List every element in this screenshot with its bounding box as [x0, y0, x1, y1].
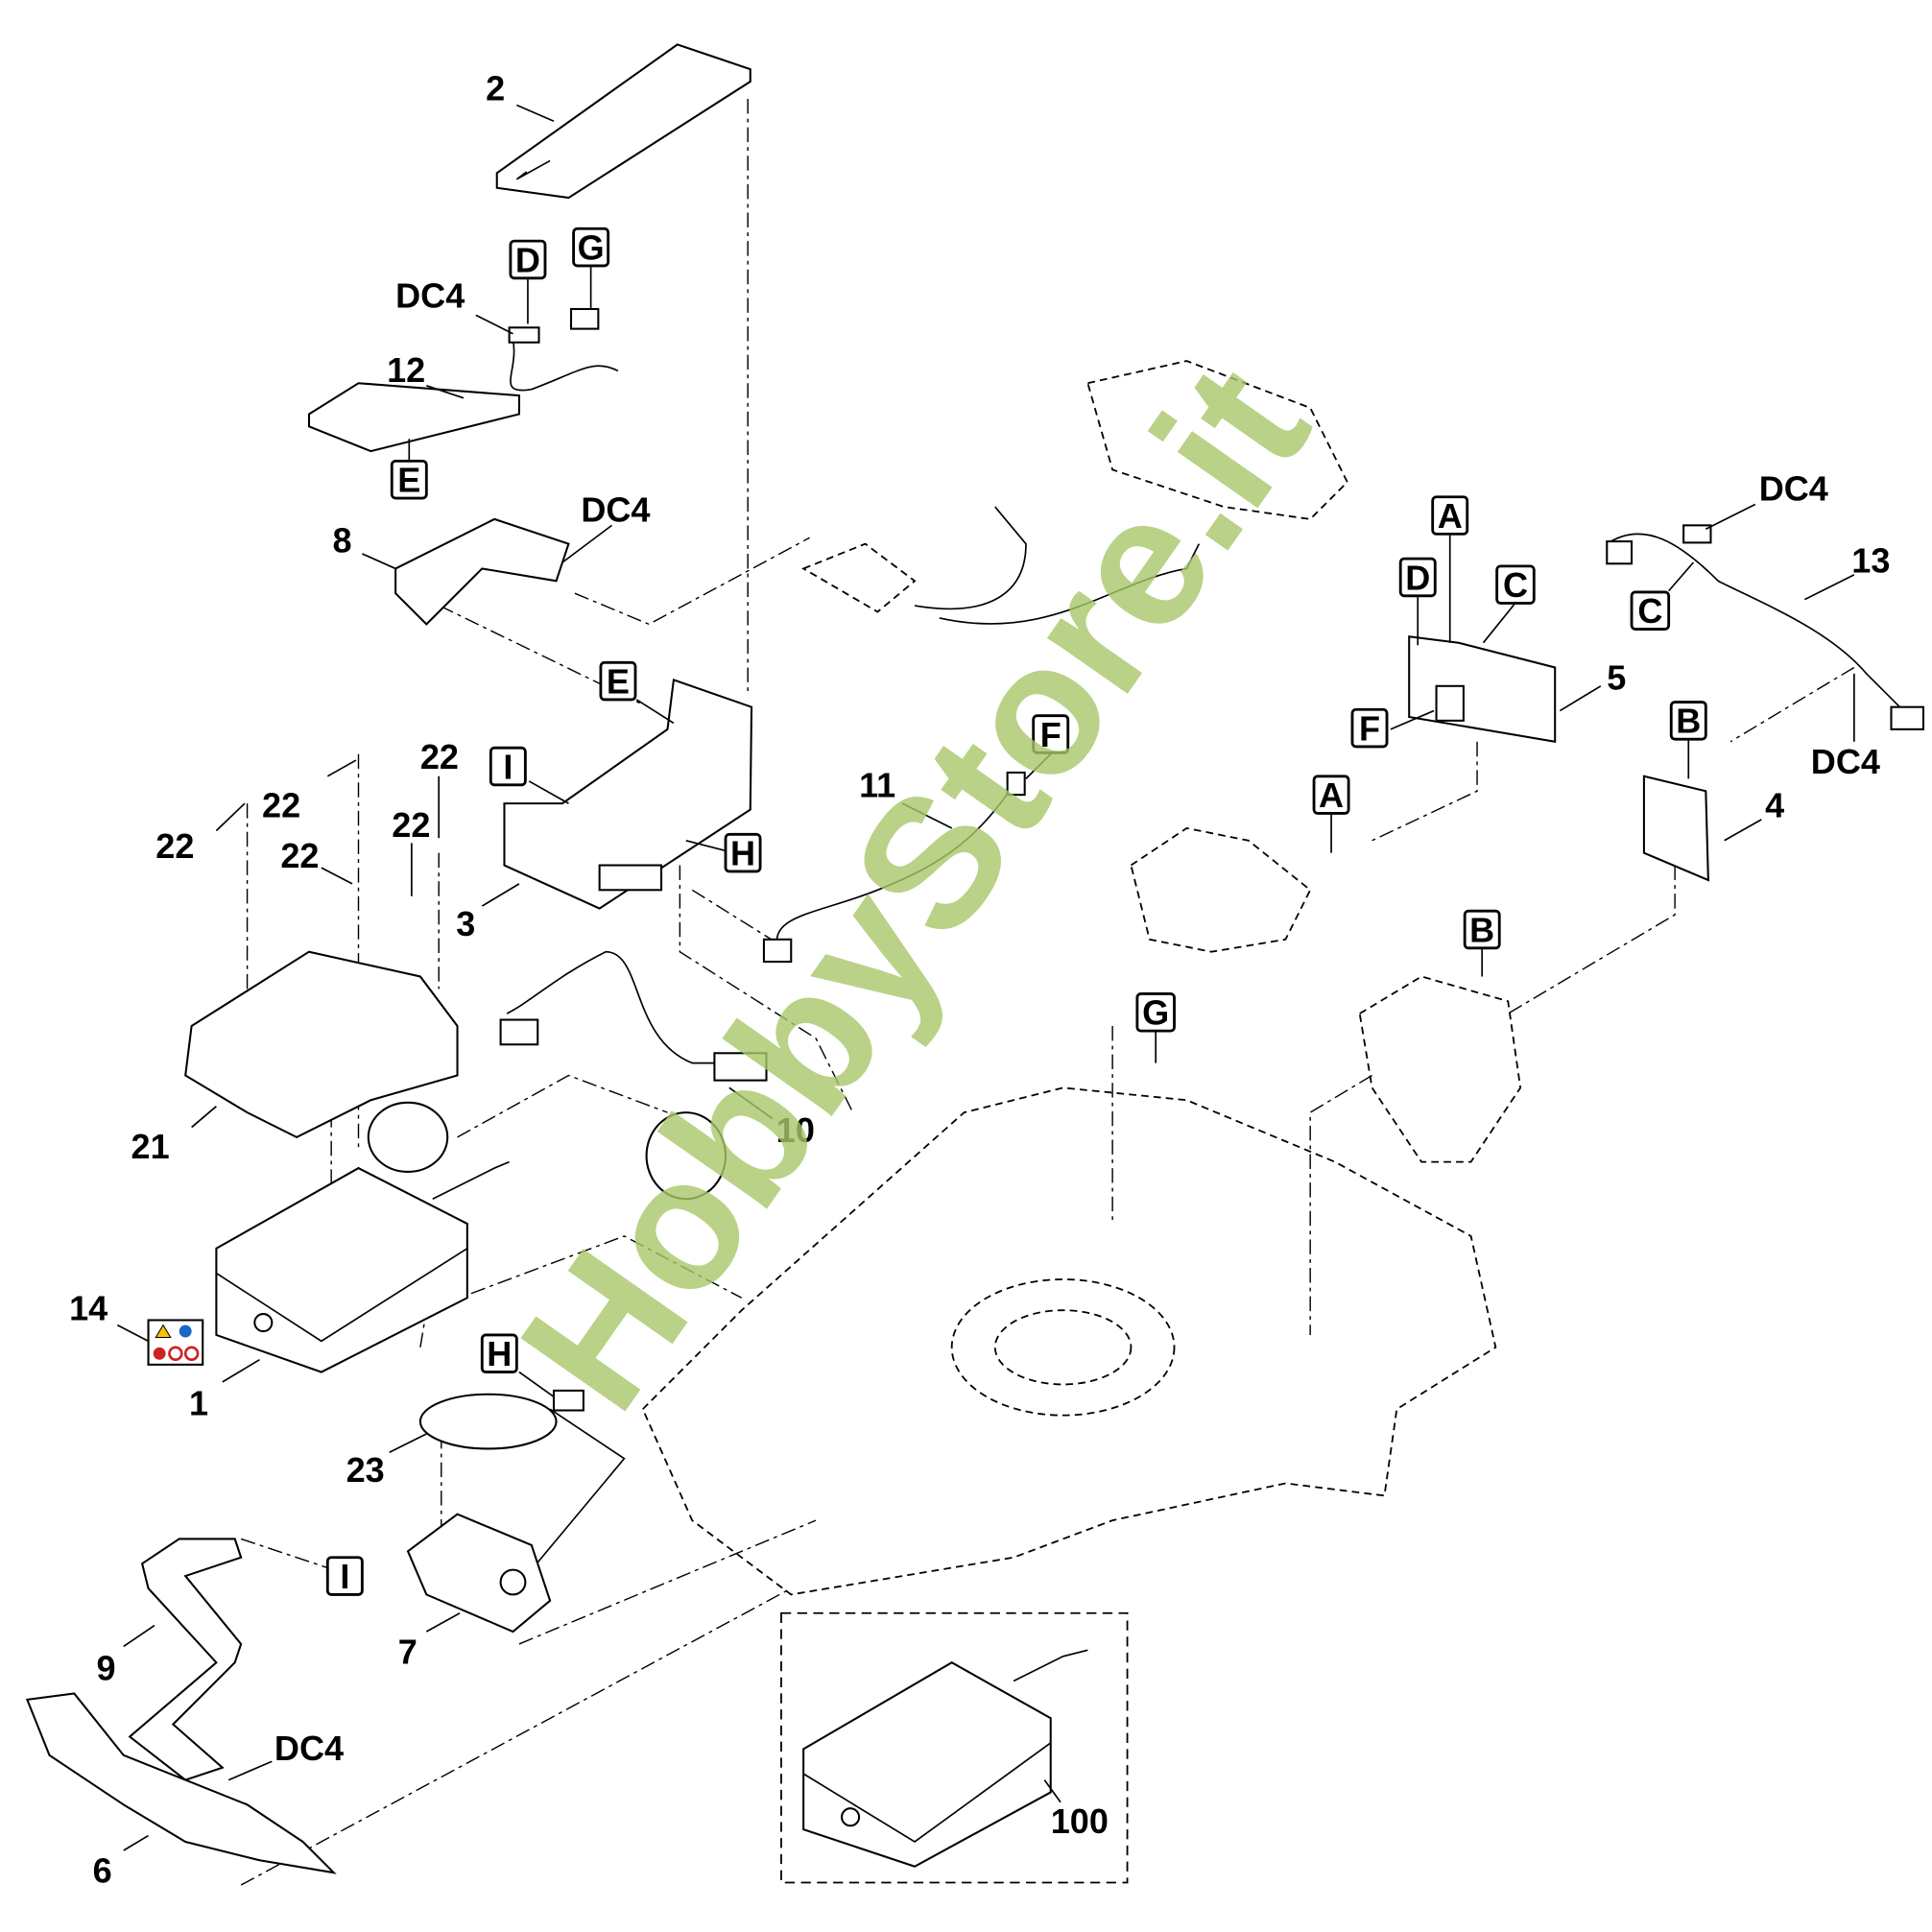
part-9-ribbon-cable[interactable]	[128, 1538, 243, 1781]
part-10-cable-harness[interactable]	[499, 945, 768, 1201]
part-12-cable[interactable]	[307, 307, 619, 453]
label-1[interactable]: 1	[189, 1384, 208, 1423]
part-5-circuit-board[interactable]	[1408, 635, 1557, 743]
label-10[interactable]: 10	[776, 1110, 815, 1150]
svg-text:I: I	[340, 1557, 349, 1596]
ref-a[interactable]: A	[1431, 495, 1469, 536]
part-6-bumper-plate[interactable]	[25, 1692, 337, 1874]
leader-lines	[116, 104, 1855, 1851]
drive-motor-right[interactable]	[1358, 975, 1522, 1163]
part-21-housing[interactable]	[184, 950, 459, 1173]
label-dc4[interactable]: DC4	[395, 276, 465, 316]
svg-text:A: A	[1319, 775, 1344, 815]
label-14[interactable]: 14	[69, 1288, 107, 1327]
label-22[interactable]: 22	[420, 737, 459, 776]
ref-h[interactable]: H	[724, 832, 762, 873]
label-7[interactable]: 7	[398, 1633, 417, 1672]
label-5[interactable]: 5	[1607, 658, 1626, 698]
label-21[interactable]: 21	[131, 1127, 170, 1166]
label-2[interactable]: 2	[486, 68, 505, 107]
ref-h[interactable]: H	[480, 1333, 518, 1373]
label-4[interactable]: 4	[1765, 785, 1784, 824]
assembly-lines	[240, 99, 1855, 1886]
ref-f[interactable]: F	[1350, 707, 1389, 748]
svg-text:F: F	[1359, 708, 1380, 748]
part-8-ribbon-cable[interactable]	[394, 517, 570, 626]
part-100-battery-kit[interactable]	[780, 1611, 1129, 1884]
ref-e[interactable]: E	[599, 660, 637, 702]
label-9[interactable]: 9	[96, 1648, 115, 1687]
svg-text:H: H	[487, 1334, 512, 1373]
label-11[interactable]: 11	[859, 766, 895, 805]
ref-c[interactable]: C	[1630, 590, 1671, 631]
reference-markers: D G E E I H F A D C F C B A B G H I	[325, 227, 1707, 1596]
svg-text:G: G	[1142, 993, 1169, 1033]
ref-i[interactable]: I	[325, 1556, 364, 1596]
ref-d[interactable]: D	[1398, 557, 1437, 597]
label-22[interactable]: 22	[155, 826, 194, 866]
label-dc4[interactable]: DC4	[581, 489, 650, 529]
ref-d[interactable]: D	[509, 239, 547, 279]
ref-i[interactable]: I	[489, 746, 527, 786]
part-7-sensor-base[interactable]	[406, 1513, 552, 1634]
svg-text:E: E	[607, 662, 630, 702]
part-23-coil[interactable]	[418, 1389, 626, 1571]
svg-text:F: F	[1040, 715, 1061, 754]
label-6[interactable]: 6	[93, 1850, 112, 1890]
ref-f[interactable]: F	[1032, 714, 1070, 754]
part-11-cable[interactable]	[762, 771, 1026, 964]
label-dc4[interactable]: DC4	[1811, 742, 1880, 781]
svg-text:D: D	[1405, 558, 1430, 597]
svg-text:A: A	[1438, 496, 1463, 536]
label-13[interactable]: 13	[1851, 540, 1890, 580]
ref-e[interactable]: E	[390, 459, 428, 500]
part-1-battery[interactable]	[215, 1160, 510, 1373]
ref-b[interactable]: B	[1669, 701, 1707, 741]
svg-text:B: B	[1469, 910, 1494, 949]
svg-text:G: G	[578, 227, 605, 267]
label-22[interactable]: 22	[262, 785, 300, 824]
svg-text:I: I	[503, 747, 513, 786]
part-labels: 2 DC4 12 8 DC4 3 22 22 22 22 22 21 10 11…	[69, 68, 1890, 1890]
part-3-bracket[interactable]	[503, 678, 753, 910]
label-22[interactable]: 22	[280, 836, 319, 875]
svg-text:D: D	[515, 240, 540, 279]
label-23[interactable]: 23	[346, 1450, 385, 1490]
label-22[interactable]: 22	[392, 805, 430, 845]
ref-g[interactable]: G	[1135, 992, 1176, 1033]
svg-text:C: C	[1503, 565, 1528, 605]
ref-c[interactable]: C	[1495, 564, 1536, 605]
label-dc4[interactable]: DC4	[1759, 469, 1828, 509]
part-2-cover[interactable]	[495, 43, 751, 200]
svg-text:H: H	[730, 834, 755, 873]
control-panel-assembly[interactable]	[801, 360, 1348, 625]
drive-motor-left[interactable]	[1130, 826, 1312, 953]
chassis	[641, 1086, 1497, 1596]
part-13-cable[interactable]	[1606, 524, 1925, 730]
svg-text:E: E	[397, 461, 420, 500]
label-3[interactable]: 3	[456, 904, 475, 943]
label-100[interactable]: 100	[1051, 1801, 1109, 1841]
svg-text:C: C	[1637, 591, 1662, 631]
ref-b[interactable]: B	[1463, 909, 1501, 949]
svg-text:B: B	[1676, 702, 1701, 741]
ref-g[interactable]: G	[572, 227, 610, 267]
ref-a[interactable]: A	[1312, 775, 1350, 815]
label-8[interactable]: 8	[332, 521, 351, 561]
label-dc4[interactable]: DC4	[274, 1729, 344, 1768]
part-14-warning-sticker	[147, 1319, 204, 1366]
label-12[interactable]: 12	[387, 350, 425, 390]
part-4-module[interactable]	[1642, 775, 1709, 882]
